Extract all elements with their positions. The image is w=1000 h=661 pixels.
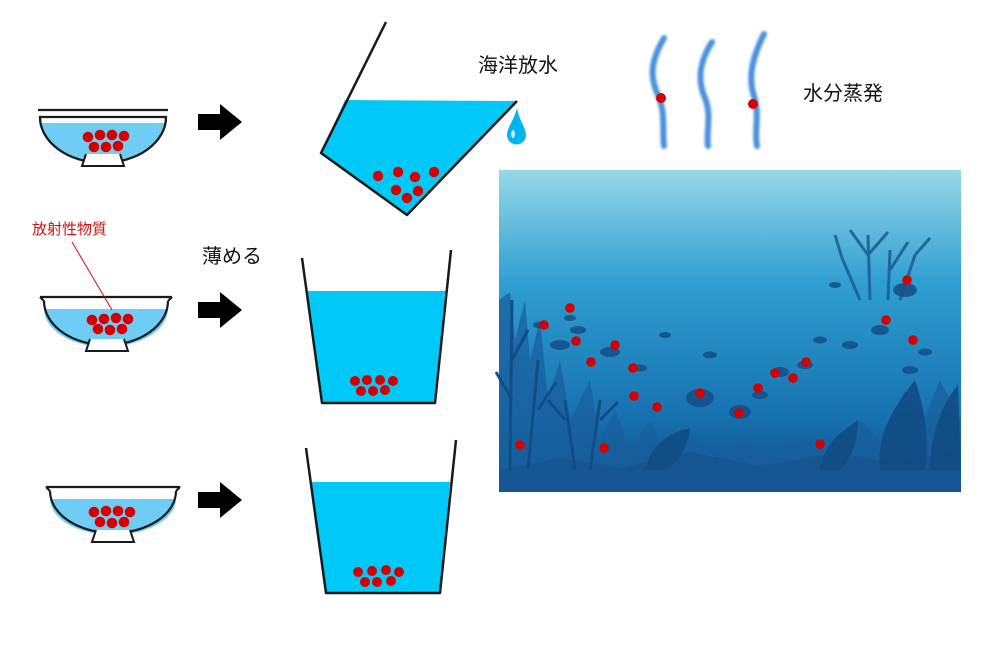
pouring-cup <box>319 21 526 217</box>
particles-bowl-3 <box>88 505 136 529</box>
right-arrow-icon <box>198 482 242 518</box>
particles-cup-2 <box>350 375 398 396</box>
evaporation-label: 水分蒸発 <box>803 81 883 105</box>
cup-3 <box>304 439 458 595</box>
right-arrow-icon <box>198 104 242 140</box>
steam-group <box>649 31 767 149</box>
steam-wave-icon <box>697 39 715 149</box>
label-pointer-line <box>71 241 113 311</box>
particles-ocean <box>515 275 918 453</box>
ocean-release-label: 海洋放水 <box>478 53 558 77</box>
steam-wave-icon <box>649 35 667 149</box>
particles-bowl-1 <box>82 129 130 153</box>
cup-2 <box>300 249 453 405</box>
ocean-scene <box>494 170 961 492</box>
bowl-3 <box>45 485 181 543</box>
particles-cup-3 <box>353 565 404 587</box>
dilute-label: 薄める <box>202 244 262 268</box>
particle-steam-1 <box>656 93 666 103</box>
bowl-2 <box>39 295 173 352</box>
right-arrow-icon <box>198 292 242 328</box>
steam-wave-icon <box>748 31 767 149</box>
particle-steam-2 <box>748 99 758 109</box>
particles-bowl-2 <box>86 312 134 336</box>
water-drop-icon <box>507 108 526 145</box>
bowl-1 <box>38 108 168 167</box>
radioactive-material-label: 放射性物質 <box>32 220 108 238</box>
particles-pouring-cup <box>372 166 440 204</box>
